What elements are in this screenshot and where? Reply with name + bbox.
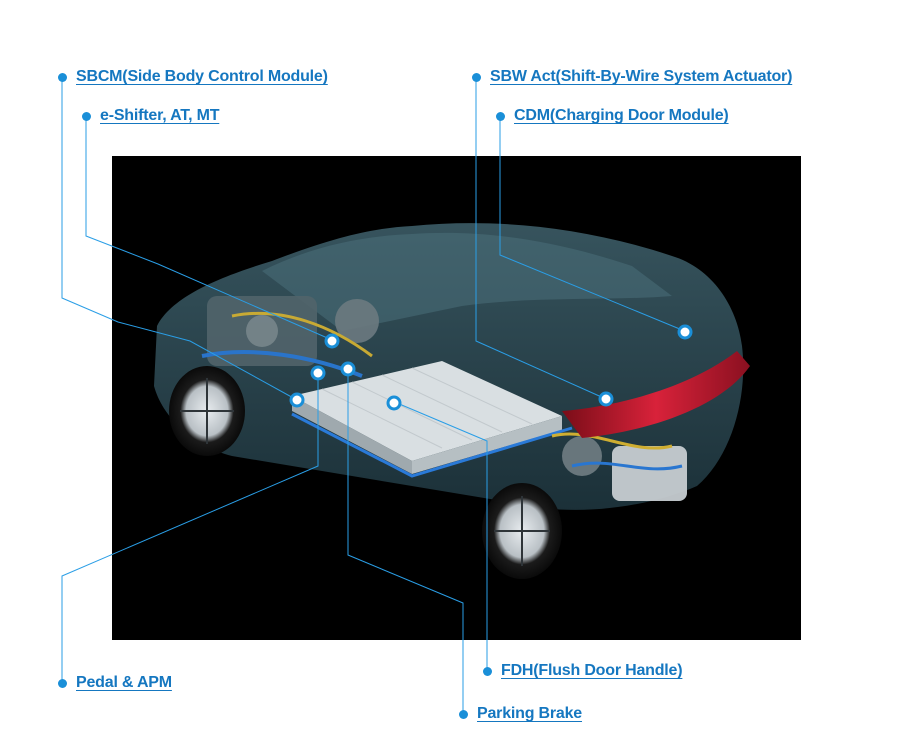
front-components [201, 296, 379, 378]
sbw-marker [598, 391, 614, 407]
sbw-leader [475, 78, 607, 400]
sbcm-marker [289, 392, 305, 408]
vehicle-photo [112, 156, 801, 640]
rear-components [551, 432, 687, 501]
callout-eshifter-label[interactable]: e-Shifter, AT, MT [100, 107, 220, 124]
callout-parking-brake-label[interactable]: Parking Brake [477, 705, 583, 722]
fdh-marker [386, 395, 402, 411]
cdm-leader [499, 117, 688, 333]
bullet-icon [58, 72, 67, 82]
callout-sbw-label[interactable]: SBW Act(Shift-By-Wire System Actuator) [490, 68, 793, 85]
sbcm-leader [61, 78, 298, 401]
bullet-icon [472, 72, 481, 82]
callout-fdh[interactable]: FDH(Flush Door Handle) [483, 662, 683, 680]
parking-brake-marker [340, 361, 356, 377]
bullet-icon [459, 709, 468, 719]
bullet-icon [58, 678, 67, 688]
callout-pedal[interactable]: Pedal & APM [58, 674, 172, 692]
eshifter-leader [85, 117, 333, 341]
callout-sbcm-label[interactable]: SBCM(Side Body Control Module) [76, 68, 328, 85]
callout-sbcm[interactable]: SBCM(Side Body Control Module) [58, 68, 328, 86]
eshifter-marker [324, 333, 340, 349]
callout-eshifter[interactable]: e-Shifter, AT, MT [82, 107, 219, 125]
cdm-marker [677, 324, 693, 340]
fdh-leader [396, 402, 488, 672]
callout-cdm[interactable]: CDM(Charging Door Module) [496, 107, 729, 125]
callout-pedal-label[interactable]: Pedal & APM [76, 674, 172, 691]
callout-parking-brake[interactable]: Parking Brake [459, 705, 582, 723]
bullet-icon [496, 111, 505, 121]
tail-light [562, 351, 750, 438]
pedal-leader [61, 373, 319, 683]
bullet-icon [82, 111, 91, 121]
callout-sbw[interactable]: SBW Act(Shift-By-Wire System Actuator) [472, 68, 792, 86]
callout-cdm-label[interactable]: CDM(Charging Door Module) [514, 107, 729, 124]
parking-brake-leader [347, 369, 464, 714]
pedal-marker [310, 365, 326, 381]
bullet-icon [483, 666, 492, 676]
callout-fdh-label[interactable]: FDH(Flush Door Handle) [501, 662, 683, 679]
